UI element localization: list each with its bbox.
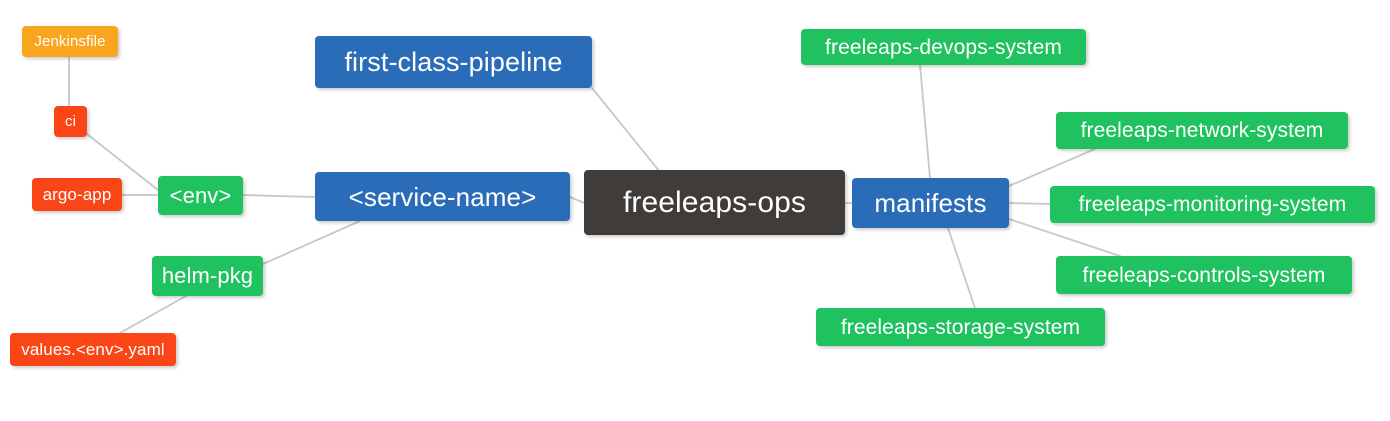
node-label: freeleaps-monitoring-system — [1078, 193, 1347, 216]
edge-manifests-to-freeleaps-network-system — [1008, 148, 1096, 187]
node-freeleaps-devops-system[interactable]: freeleaps-devops-system — [801, 29, 1086, 65]
node-label: freeleaps-ops — [622, 185, 807, 219]
node-label: helm-pkg — [161, 263, 254, 288]
node-env[interactable]: <env> — [158, 176, 243, 215]
node-service-name[interactable]: <service-name> — [315, 172, 570, 221]
node-label: freeleaps-devops-system — [825, 35, 1062, 59]
node-freeleaps-controls-system[interactable]: freeleaps-controls-system — [1056, 256, 1352, 294]
node-values-env-yaml[interactable]: values.<env>.yaml — [10, 333, 176, 366]
node-freeleaps-ops[interactable]: freeleaps-ops — [584, 170, 845, 235]
node-label: argo-app — [42, 185, 112, 204]
node-freeleaps-monitoring-system[interactable]: freeleaps-monitoring-system — [1050, 186, 1375, 223]
node-label: freeleaps-storage-system — [840, 315, 1081, 339]
edge-service-name-to-env — [242, 194, 316, 198]
edge-manifests-to-freeleaps-monitoring-system — [1008, 202, 1051, 205]
node-label: manifests — [874, 188, 987, 218]
edge-service-name-to-helm-pkg — [262, 220, 361, 265]
node-label: freeleaps-controls-system — [1082, 263, 1326, 287]
node-freeleaps-storage-system[interactable]: freeleaps-storage-system — [816, 308, 1105, 346]
node-manifests[interactable]: manifests — [852, 178, 1009, 228]
node-helm-pkg[interactable]: helm-pkg — [152, 256, 263, 296]
node-label: values.<env>.yaml — [21, 340, 165, 359]
node-label: <env> — [169, 182, 232, 208]
node-argo-app[interactable]: argo-app — [32, 178, 122, 211]
edge-freeleaps-ops-to-service-name — [569, 196, 585, 204]
node-label: <service-name> — [348, 181, 537, 212]
node-label: first-class-pipeline — [344, 46, 563, 77]
edge-manifests-to-freeleaps-devops-system — [919, 64, 931, 179]
edge-manifests-to-freeleaps-storage-system — [947, 227, 976, 309]
node-jenkinsfile[interactable]: Jenkinsfile — [22, 26, 118, 57]
edge-manifests-to-freeleaps-controls-system — [1008, 218, 1121, 257]
node-label: Jenkinsfile — [34, 33, 106, 50]
node-ci[interactable]: ci — [54, 106, 87, 137]
node-freeleaps-network-system[interactable]: freeleaps-network-system — [1056, 112, 1348, 149]
node-label: ci — [64, 113, 77, 130]
edge-freeleaps-ops-to-first-class-pipeline — [591, 87, 661, 173]
edge-helm-pkg-to-values-env-yaml — [119, 295, 187, 334]
node-label: freeleaps-network-system — [1080, 119, 1324, 142]
node-first-class-pipeline[interactable]: first-class-pipeline — [315, 36, 592, 88]
